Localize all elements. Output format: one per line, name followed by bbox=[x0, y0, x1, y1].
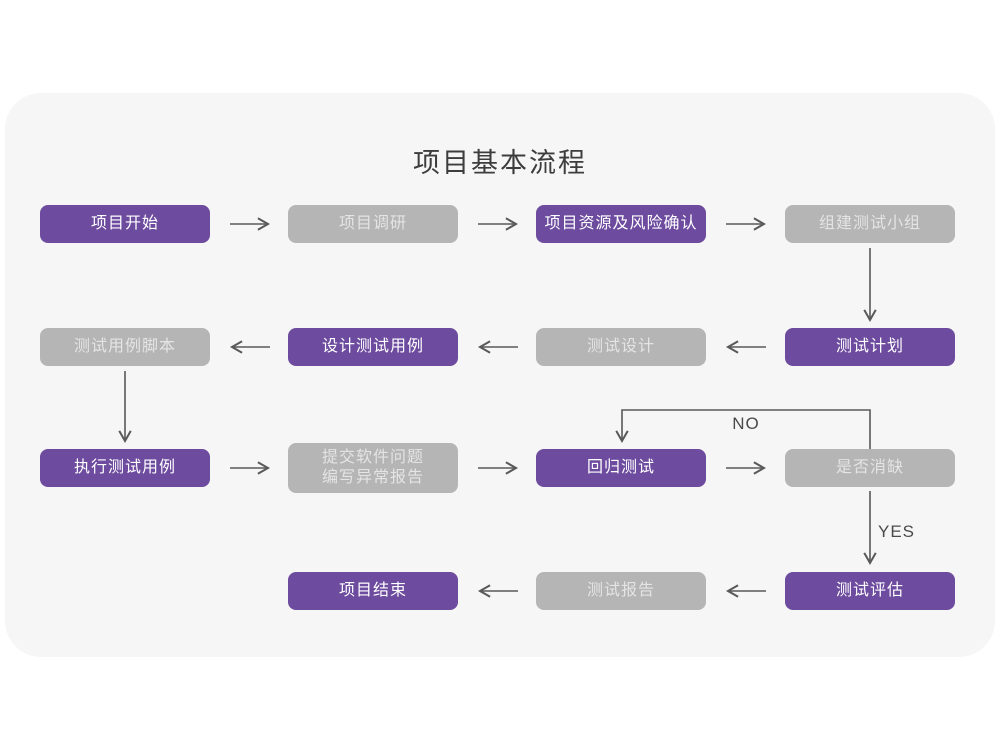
node-test-report: 测试报告 bbox=[536, 572, 706, 610]
node-design-test-cases: 设计测试用例 bbox=[288, 328, 458, 366]
node-project-end: 项目结束 bbox=[288, 572, 458, 610]
flowchart-panel bbox=[5, 93, 995, 657]
node-project-research: 项目调研 bbox=[288, 205, 458, 243]
edge-label-yes: YES bbox=[878, 522, 916, 541]
edge-label-no: NO bbox=[732, 414, 760, 433]
node-project-resources-risk: 项目资源及风险确认 bbox=[536, 205, 706, 243]
node-execute-test-cases: 执行测试用例 bbox=[40, 449, 210, 487]
node-test-design: 测试设计 bbox=[536, 328, 706, 366]
node-test-evaluation: 测试评估 bbox=[785, 572, 955, 610]
node-test-case-scripts: 测试用例脚本 bbox=[40, 328, 210, 366]
node-defect-cleared: 是否消缺 bbox=[785, 449, 955, 487]
node-project-start: 项目开始 bbox=[40, 205, 210, 243]
page-title: 项目基本流程 bbox=[413, 148, 587, 178]
node-submit-issues-report: 提交软件问题 编写异常报告 bbox=[288, 443, 458, 493]
node-regression-test: 回归测试 bbox=[536, 449, 706, 487]
node-test-plan: 测试计划 bbox=[785, 328, 955, 366]
node-build-test-team: 组建测试小组 bbox=[785, 205, 955, 243]
